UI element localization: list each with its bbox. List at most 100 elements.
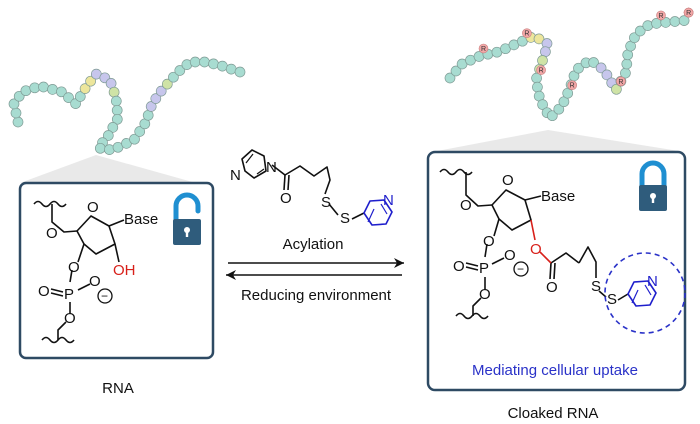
modification-label: R (658, 13, 663, 20)
modification-label: R (570, 83, 575, 90)
rna-bead (208, 58, 219, 70)
rna-bead (234, 66, 246, 78)
rna-caption: RNA (102, 380, 134, 397)
base-label: Base (124, 211, 158, 228)
imidazole-n1: N (230, 167, 241, 184)
rna-bead (110, 95, 122, 107)
reverse-arrow (226, 270, 402, 280)
rna-bead (155, 85, 167, 97)
imidazole-ring (241, 149, 267, 179)
rna-bead (134, 126, 146, 137)
reagent-sulfur-1: S (321, 194, 331, 211)
reagent-pyridine-ring (363, 199, 393, 226)
imidazole-n3: N (266, 159, 277, 176)
rna-bead (111, 104, 123, 116)
rna-bead (199, 56, 210, 68)
unlocked-padlock-icon (173, 192, 201, 245)
modification-bead (567, 80, 578, 90)
ester-oxygen: O (530, 241, 542, 258)
rna-bead (553, 103, 565, 115)
rna-bead (8, 98, 20, 110)
phosphoryl-oxygen: O (38, 283, 50, 300)
cloaked-phosphorus: P (479, 260, 489, 277)
rna-bead (588, 57, 599, 68)
rna-bead (47, 84, 58, 95)
wavy-bond-bottom (41, 336, 75, 344)
forward-arrow (228, 258, 404, 268)
rna-bead (546, 110, 558, 122)
five-prime-oxygen: O (64, 310, 76, 327)
rna-bead (38, 81, 49, 93)
three-prime-oxygen: O (68, 259, 80, 276)
reagent-pyridine-n: N (383, 192, 394, 209)
rna-bead (444, 72, 456, 84)
rna-bead (85, 75, 96, 87)
rna-bead (10, 107, 22, 119)
rna-bead (168, 71, 179, 83)
rna-bead (533, 33, 545, 45)
svg-text:O: O (504, 247, 516, 264)
acylation-label: Acylation (283, 236, 344, 253)
rna-bead (108, 86, 120, 98)
rna-bead (634, 25, 646, 37)
rna-bead (669, 16, 681, 27)
acylating-reagent (241, 149, 365, 220)
ester-linkage (530, 219, 552, 264)
rna-bead (111, 113, 123, 125)
reagent-sulfur-2: S (340, 210, 350, 227)
reducing-environment-label: Reducing environment (241, 287, 392, 304)
cloaked-rna-panel (426, 150, 687, 392)
cloaked-pyridine-ring (627, 280, 657, 307)
svg-text:O: O (479, 286, 491, 303)
modification-label: R (481, 46, 486, 53)
cloaked-negative-charge (513, 261, 529, 277)
rna-bead (145, 101, 157, 112)
svg-text:−: − (517, 262, 524, 276)
reagent-carbonyl-oxygen: O (280, 190, 292, 207)
svg-text:O: O (453, 258, 465, 275)
rna-bead (678, 15, 690, 26)
rna-bead (611, 83, 622, 95)
rna-bead (642, 20, 654, 31)
svg-text:O: O (502, 172, 514, 189)
rna-bead (56, 86, 67, 98)
hydroxyl-label: OH (113, 262, 136, 279)
uptake-label: Mediating cellular uptake (472, 362, 638, 379)
rna-bead (63, 92, 74, 103)
zoom-cone-left (20, 155, 196, 183)
rna-strand-right: RRRRRRRRRR (444, 7, 694, 122)
wavy-bond-top (33, 200, 67, 208)
uptake-moiety-highlight (604, 252, 686, 334)
modification-bead (536, 65, 546, 75)
modification-label: R (686, 10, 691, 17)
modification-label: R (524, 31, 529, 38)
rna-bead (532, 81, 543, 93)
rna-bead (537, 99, 548, 110)
modification-bead (656, 10, 666, 21)
cloaked-base-label: Base (541, 188, 575, 205)
rna-bead (161, 78, 173, 90)
cloaked-carbonyl-oxygen: O (546, 279, 558, 296)
rna-bead (150, 93, 162, 104)
negative-charge (97, 288, 113, 304)
rna-bead (620, 67, 631, 79)
rna-bead (601, 69, 613, 81)
zoom-cone-right (432, 130, 685, 152)
cloaked-sulfur-2: S (607, 291, 617, 308)
modification-label: R (539, 68, 544, 75)
rna-bead (102, 130, 114, 141)
rna-bead (573, 62, 584, 74)
rna-bead (174, 65, 186, 76)
rna-bead (189, 56, 201, 68)
ring-oxygen: O (87, 199, 99, 216)
rna-bead (74, 91, 86, 102)
rna-panel (18, 181, 215, 360)
modification-bead (683, 7, 694, 18)
modification-bead (616, 76, 626, 87)
cloaked-rna-caption: Cloaked RNA (508, 405, 599, 422)
rna-bead (595, 62, 607, 74)
rna-bead (107, 122, 119, 133)
rna-bead (12, 116, 24, 128)
modification-bead (522, 28, 532, 39)
